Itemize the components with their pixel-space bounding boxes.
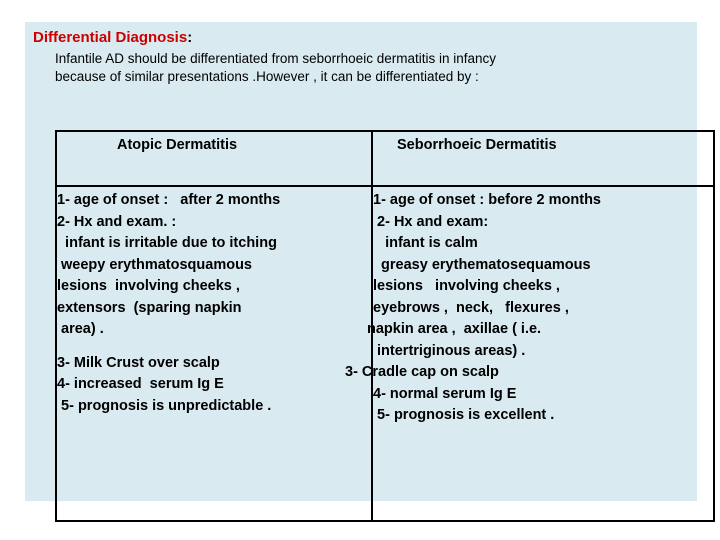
table-row: 2- Hx and exam. :: [57, 213, 177, 230]
table-header-seborrhoeic-dermatitis: Seborrhoeic Dermatitis: [397, 137, 557, 153]
table-row: eyebrows , neck, flexures ,: [373, 299, 569, 316]
table-row: lesions involving cheeks ,: [57, 278, 240, 294]
table-cell-atopic-dermatitis: 1- age of onset : after 2 months 2- Hx a…: [57, 190, 371, 417]
table-row: 3- Milk Crust over scalp: [57, 354, 220, 371]
table-header-divider: [57, 185, 713, 187]
table-row: lesions involving cheeks ,: [373, 278, 560, 294]
table-header-atopic-dermatitis: Atopic Dermatitis: [117, 137, 238, 153]
heading-block: Differential Diagnosis: Infantile AD sho…: [33, 28, 693, 86]
table-row: napkin area , axillae ( i.e.: [367, 321, 542, 337]
differential-diagnosis-heading: Differential Diagnosis:: [33, 28, 693, 48]
table-row: area) .: [57, 321, 104, 337]
table-row: 4- increased serum Ig E: [57, 376, 224, 392]
table-row: 1- age of onset : before 2 months: [373, 192, 601, 208]
table-row: 3- Cradle cap on scalp: [345, 364, 499, 380]
slide-panel: Differential Diagnosis: Infantile AD sho…: [25, 22, 715, 522]
table-row: infant is irritable due to itching: [57, 235, 277, 251]
table-cell-seborrhoeic-dermatitis: 1- age of onset : before 2 months 2- Hx …: [345, 190, 715, 427]
heading-description: Infantile AD should be differentiated fr…: [55, 50, 693, 86]
heading-description-line: because of similar presentations .Howeve…: [55, 69, 479, 84]
page-title-colon: :: [187, 29, 193, 46]
table-column-divider: [371, 132, 373, 520]
table-row: 5- prognosis is excellent .: [373, 407, 555, 423]
table-row: weepy erythmatosquamous: [57, 256, 252, 273]
table-row: 4- normal serum Ig E: [373, 385, 517, 402]
table-row: greasy erythematosequamous: [373, 256, 591, 273]
heading-description-line: Infantile AD should be differentiated fr…: [55, 51, 496, 66]
table-row: 2- Hx and exam:: [373, 213, 489, 230]
page-title: Differential Diagnosis: [33, 29, 188, 46]
table-row: infant is calm: [373, 235, 478, 251]
table-row: 5- prognosis is unpredictable .: [57, 397, 272, 414]
table-row: 1- age of onset : after 2 months: [57, 192, 281, 208]
table-row: intertriginous areas) .: [373, 342, 526, 359]
table-row: extensors (sparing napkin: [57, 299, 242, 316]
table-row-spacer: [57, 341, 371, 353]
comparison-table: Atopic Dermatitis Seborrhoeic Dermatitis…: [55, 130, 715, 522]
